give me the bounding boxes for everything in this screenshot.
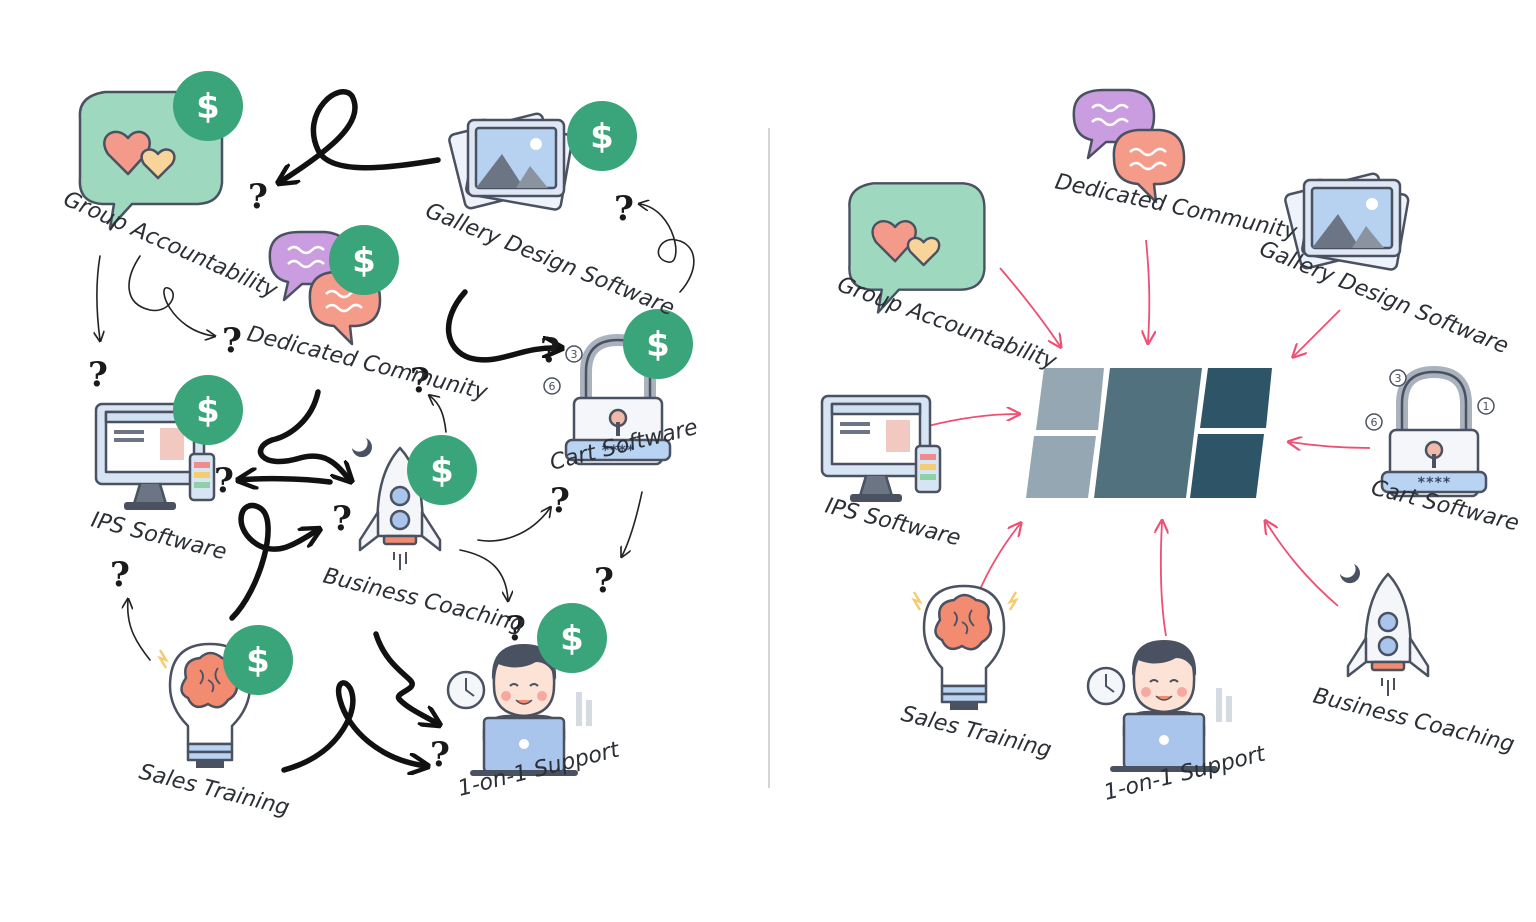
- rocket-icon: [1338, 562, 1430, 698]
- svg-text:$: $: [590, 117, 614, 157]
- label-sales-training: Sales Training: [137, 760, 292, 821]
- messy-arrow-ips-to-coaching: [240, 479, 333, 482]
- thin-arrow-sales-to-ips: [128, 600, 151, 661]
- svg-text:6: 6: [549, 380, 556, 393]
- dollar-badge: $: [537, 603, 607, 673]
- svg-text:3: 3: [1395, 372, 1402, 385]
- thin-arrow-group-to-community: [128, 255, 214, 336]
- hub-tile: [1094, 368, 1202, 498]
- svg-text:$: $: [352, 241, 376, 281]
- question-mark: ?: [248, 177, 268, 217]
- question-mark: ?: [214, 461, 234, 501]
- hub-side: **** 3 6 1 Group Accountability Dedicate…: [820, 88, 1521, 806]
- label-ips-software: IPS Software: [823, 494, 964, 552]
- central-hub: [1026, 368, 1272, 498]
- dollar-badge: $: [407, 435, 477, 505]
- hub-tile: [1190, 434, 1264, 498]
- svg-text:$: $: [430, 451, 454, 491]
- messy-side: **** 3 6 $ $ $ $ $ $ $ $ ? ? ? ? ? ? ? ?…: [60, 71, 700, 821]
- thin-arrow-coaching-to-community: [430, 396, 447, 433]
- dollar-badge: $: [623, 309, 693, 379]
- arrow-support-to-hub: [1161, 522, 1166, 637]
- question-mark: ?: [430, 735, 450, 775]
- gallery-icon: [446, 111, 575, 212]
- messy-arrow-coaching-to-support: [373, 631, 438, 724]
- svg-text:$: $: [196, 87, 220, 127]
- label-dedicated-community: Dedicated Community: [1053, 169, 1300, 245]
- question-mark: ?: [594, 561, 614, 601]
- thin-arrow-coaching-to-support: [459, 549, 508, 600]
- hub-arrows: [927, 239, 1371, 637]
- svg-text:****: ****: [601, 443, 635, 459]
- messy-arrow-sales-to-coaching: [229, 502, 318, 621]
- lock-icon: **** 3 6: [543, 340, 670, 464]
- svg-text:$: $: [560, 619, 584, 659]
- arrow-community-to-hub: [1146, 239, 1149, 342]
- messy-arrow-gallery-to-cart: [446, 289, 560, 363]
- question-mark: ?: [506, 609, 526, 649]
- question-mark: ?: [550, 481, 570, 521]
- svg-text:$: $: [646, 325, 670, 365]
- thin-arrow-cart-loop: [640, 204, 695, 293]
- messy-arrow-sales-to-support: [281, 680, 426, 770]
- hub-tile: [1026, 436, 1096, 498]
- svg-text:3: 3: [571, 348, 578, 361]
- arrow-cart-to-hub: [1290, 442, 1371, 448]
- label-gallery-design: Gallery Design Software: [422, 198, 678, 321]
- svg-text:****: ****: [1417, 475, 1451, 491]
- question-mark: ?: [410, 361, 430, 401]
- hub-tile: [1036, 368, 1104, 430]
- question-mark: ?: [614, 189, 634, 229]
- arrow-coaching-to-hub: [1266, 522, 1339, 607]
- svg-text:$: $: [246, 641, 270, 681]
- support-agent-icon: [1086, 638, 1234, 774]
- dollar-badge: $: [567, 101, 637, 171]
- arrow-gallery-to-hub: [1294, 309, 1341, 356]
- messy-arrow-gallery-to-group: [280, 89, 441, 182]
- dollar-badge: $: [223, 625, 293, 695]
- dollar-badge: $: [173, 375, 243, 445]
- hub-tile: [1200, 368, 1272, 428]
- label-dedicated-community: Dedicated Community: [245, 322, 491, 406]
- messy-arrow-community-to-coaching: [258, 389, 350, 480]
- question-mark: ?: [110, 555, 130, 595]
- arrow-group-to-hub: [999, 267, 1060, 346]
- question-mark: ?: [222, 321, 242, 361]
- svg-text:6: 6: [1371, 416, 1378, 429]
- thin-arrow-cart-to-support: [622, 491, 643, 556]
- question-mark: ?: [332, 499, 352, 539]
- lock-icon: **** 3 6 1: [1365, 370, 1495, 496]
- label-sales-training: Sales Training: [899, 702, 1054, 763]
- label-business-coaching: Business Coaching: [1311, 684, 1517, 758]
- monitor-icon: [820, 394, 942, 504]
- dollar-badge: $: [329, 225, 399, 295]
- label-business-coaching: Business Coaching: [321, 564, 527, 638]
- dollar-badge: $: [173, 71, 243, 141]
- messy-arrows: [97, 89, 695, 770]
- thin-arrow-group-to-ips: [97, 255, 100, 340]
- arrow-sales-to-hub: [977, 524, 1020, 595]
- svg-text:1: 1: [1483, 400, 1490, 413]
- question-mark: ?: [88, 355, 108, 395]
- thin-arrow-coaching-to-cart: [477, 508, 550, 542]
- lightbulb-icon: [912, 584, 1018, 712]
- svg-text:$: $: [196, 391, 220, 431]
- arrow-ips-to-hub: [927, 414, 1018, 427]
- question-mark: ?: [540, 331, 560, 371]
